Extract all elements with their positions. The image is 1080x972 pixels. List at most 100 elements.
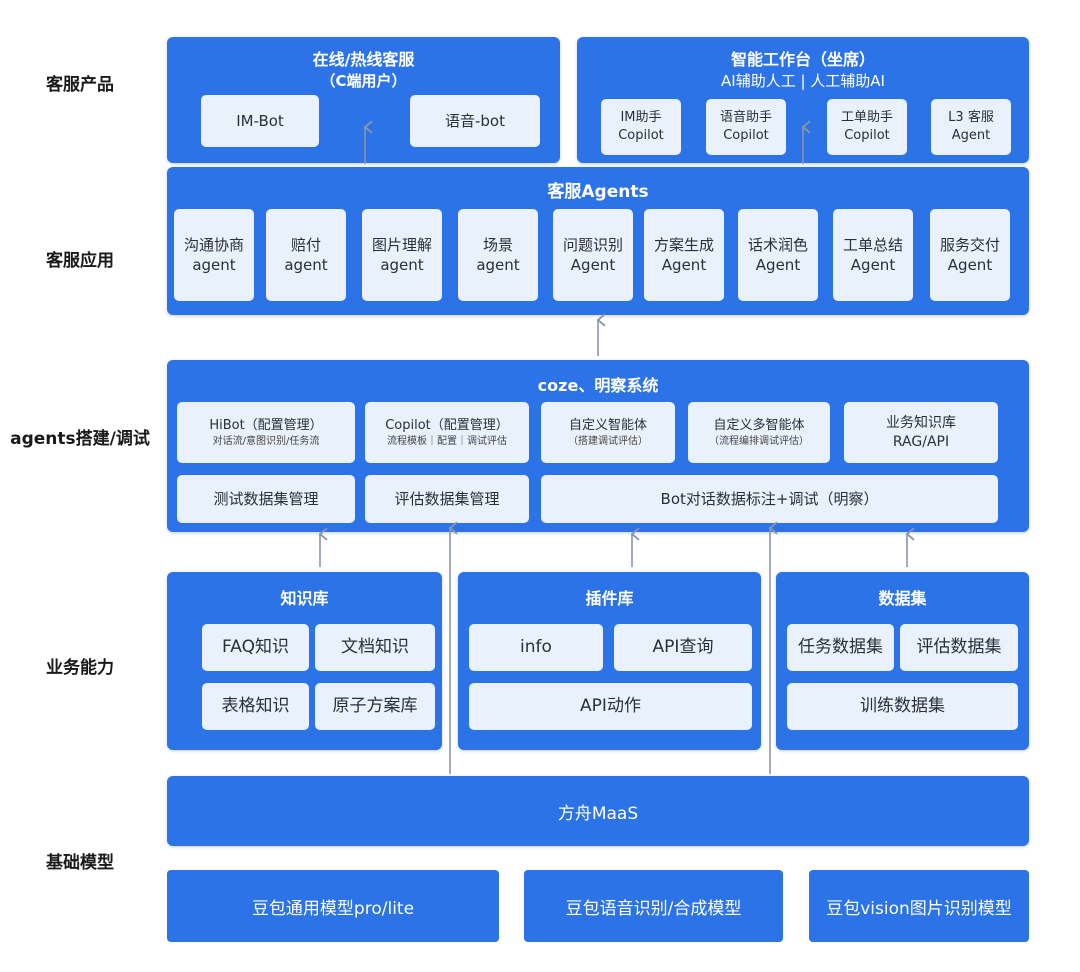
coze-card-multi-agent-l1: 自定义多智能体 — [713, 417, 805, 433]
agent-card-scene[interactable]: 场景 agent — [458, 209, 538, 301]
table-knowledge-label: 表格知识 — [221, 696, 290, 717]
voice-bot-label: 语音-bot — [445, 111, 505, 130]
agent-card-negotiate-l2: agent — [192, 256, 236, 274]
workbench-card-im-l1: IM助手 — [620, 110, 662, 126]
agent-card-polish[interactable]: 话术润色 Agent — [738, 209, 818, 301]
coze-card-knowledge[interactable]: 业务知识库 RAG/API — [844, 402, 998, 463]
coze-card-copilot-l1: Copilot（配置管理） — [385, 417, 509, 433]
agent-card-scene-l2: agent — [476, 256, 520, 274]
agent-card-polish-l2: Agent — [755, 256, 801, 274]
agent-card-solution[interactable]: 方案生成 Agent — [644, 209, 724, 301]
workbench-panel: 智能工作台（坐席） AI辅助人工 | 人工辅助AI IM助手 Copilot 语… — [577, 37, 1029, 163]
agent-card-image-l1: 图片理解 — [371, 235, 432, 254]
model-vision[interactable]: 豆包vision图片识别模型 — [809, 870, 1029, 942]
agent-card-solution-l1: 方案生成 — [653, 235, 714, 254]
coze-card-hibot-l1: HiBot（配置管理） — [209, 417, 323, 433]
eval-dataset-label: 评估数据集 — [916, 637, 1002, 658]
agent-card-image[interactable]: 图片理解 agent — [362, 209, 442, 301]
knowledge-title: 知识库 — [280, 589, 329, 608]
coze-card-copilot[interactable]: Copilot（配置管理） 流程模板｜配置｜调试评估 — [365, 402, 529, 463]
online-service-subtitle: （C端用户） — [320, 72, 407, 90]
online-service-panel: 在线/热线客服 （C端用户） IM-Bot 语音-bot — [167, 37, 560, 163]
train-dataset-label: 训练数据集 — [860, 696, 945, 717]
agent-card-compensate-l1: 赔付 — [290, 235, 321, 254]
workbench-card-im[interactable]: IM助手 Copilot — [601, 99, 681, 155]
workbench-subtitle: AI辅助人工 | 人工辅助AI — [721, 72, 885, 90]
plugins-title: 插件库 — [585, 589, 634, 608]
coze-card-custom-agent-l1: 自定义智能体 — [568, 417, 647, 433]
coze-card-multi-agent[interactable]: 自定义多智能体 （流程编排调试评估） — [688, 402, 830, 463]
datasets-panel: 数据集 任务数据集 评估数据集 训练数据集 — [776, 572, 1029, 750]
voice-bot-card[interactable]: 语音-bot — [410, 95, 540, 147]
agent-card-scene-l1: 场景 — [482, 235, 513, 254]
coze-card-hibot[interactable]: HiBot（配置管理） 对话流/意图识别/任务流 — [177, 402, 355, 463]
agent-card-polish-l1: 话术润色 — [747, 235, 808, 254]
workbench-card-l3-l2: Agent — [951, 128, 991, 143]
agent-card-image-l2: agent — [380, 256, 424, 274]
model-general[interactable]: 豆包通用模型pro/lite — [167, 870, 499, 942]
workbench-card-ticket-l1: 工单助手 — [840, 110, 893, 126]
agents-panel: 客服Agents 沟通协商 agent 赔付 agent 图片理解 agent … — [167, 167, 1029, 315]
train-dataset-card[interactable]: 训练数据集 — [787, 683, 1018, 730]
coze-title: coze、明察系统 — [537, 376, 659, 395]
agent-card-problem-l2: Agent — [570, 256, 616, 274]
agent-card-compensate[interactable]: 赔付 agent — [266, 209, 346, 301]
workbench-card-voice-l1: 语音助手 — [719, 110, 772, 126]
agent-card-ticket-summary[interactable]: 工单总结 Agent — [833, 209, 913, 301]
coze-card-hibot-l2: 对话流/意图识别/任务流 — [212, 435, 320, 447]
doc-knowledge-card[interactable]: 文档知识 — [315, 624, 435, 671]
workbench-card-im-l2: Copilot — [618, 128, 664, 143]
atomic-solution-label: 原子方案库 — [332, 696, 418, 717]
plugin-info-label: info — [520, 637, 552, 658]
datasets-title: 数据集 — [878, 589, 927, 608]
coze-card-custom-agent-l2: （搭建调试评估） — [568, 435, 648, 447]
atomic-solution-card[interactable]: 原子方案库 — [315, 683, 435, 730]
agent-card-solution-l2: Agent — [661, 256, 707, 274]
im-bot-label: IM-Bot — [236, 111, 284, 130]
bot-annotation-card[interactable]: Bot对话数据标注+调试（明察） — [541, 475, 998, 523]
coze-card-copilot-l2: 流程模板｜配置｜调试评估 — [387, 435, 507, 447]
agent-card-negotiate[interactable]: 沟通协商 agent — [174, 209, 254, 301]
faq-knowledge-card[interactable]: FAQ知识 — [202, 624, 309, 671]
bot-annotation-label: Bot对话数据标注+调试（明察） — [660, 489, 879, 508]
test-dataset-mgmt-card[interactable]: 测试数据集管理 — [177, 475, 355, 523]
workbench-card-voice[interactable]: 语音助手 Copilot — [706, 99, 786, 155]
model-speech[interactable]: 豆包语音识别/合成模型 — [524, 870, 783, 942]
table-knowledge-card[interactable]: 表格知识 — [202, 683, 309, 730]
layer-label-base: 基础模型 — [46, 853, 114, 873]
online-service-title: 在线/热线客服 — [312, 50, 415, 69]
agent-card-ticket-summary-l1: 工单总结 — [842, 235, 903, 254]
layer-label-capability: 业务能力 — [46, 658, 114, 678]
agent-card-ticket-summary-l2: Agent — [850, 256, 896, 274]
agent-card-compensate-l2: agent — [284, 256, 328, 274]
plugin-api-action-label: API动作 — [580, 696, 641, 717]
task-dataset-card[interactable]: 任务数据集 — [787, 624, 894, 671]
agent-card-problem[interactable]: 问题识别 Agent — [553, 209, 633, 301]
knowledge-panel: 知识库 FAQ知识 文档知识 表格知识 原子方案库 — [167, 572, 442, 750]
agents-title: 客服Agents — [547, 182, 649, 202]
agent-card-delivery-l2: Agent — [947, 256, 993, 274]
agent-card-delivery[interactable]: 服务交付 Agent — [930, 209, 1010, 301]
coze-card-custom-agent[interactable]: 自定义智能体 （搭建调试评估） — [541, 402, 675, 463]
eval-dataset-card[interactable]: 评估数据集 — [900, 624, 1018, 671]
layer-label-application: 客服应用 — [46, 251, 114, 271]
coze-card-multi-agent-l2: （流程编排调试评估） — [709, 435, 809, 447]
im-bot-card[interactable]: IM-Bot — [201, 95, 319, 147]
agent-card-negotiate-l1: 沟通协商 — [183, 235, 244, 254]
workbench-card-ticket[interactable]: 工单助手 Copilot — [827, 99, 907, 155]
coze-panel: coze、明察系统 HiBot（配置管理） 对话流/意图识别/任务流 Copil… — [167, 360, 1029, 532]
coze-card-knowledge-l2: RAG/API — [892, 433, 950, 450]
plugin-info-card[interactable]: info — [469, 624, 603, 671]
plugin-api-action-card[interactable]: API动作 — [469, 683, 752, 730]
workbench-title: 智能工作台（坐席） — [730, 50, 875, 69]
faq-knowledge-label: FAQ知识 — [222, 637, 289, 658]
plugin-api-query-label: API查询 — [652, 637, 714, 658]
coze-card-knowledge-l1: 业务知识库 — [886, 414, 956, 431]
workbench-card-l3[interactable]: L3 客服 Agent — [931, 99, 1011, 155]
plugins-panel: 插件库 info API查询 API动作 — [458, 572, 761, 750]
test-dataset-mgmt-label: 测试数据集管理 — [213, 489, 319, 508]
plugin-api-query-card[interactable]: API查询 — [614, 624, 752, 671]
eval-dataset-mgmt-card[interactable]: 评估数据集管理 — [365, 475, 529, 523]
maas-panel: 方舟MaaS — [167, 776, 1029, 846]
workbench-card-ticket-l2: Copilot — [844, 128, 890, 143]
